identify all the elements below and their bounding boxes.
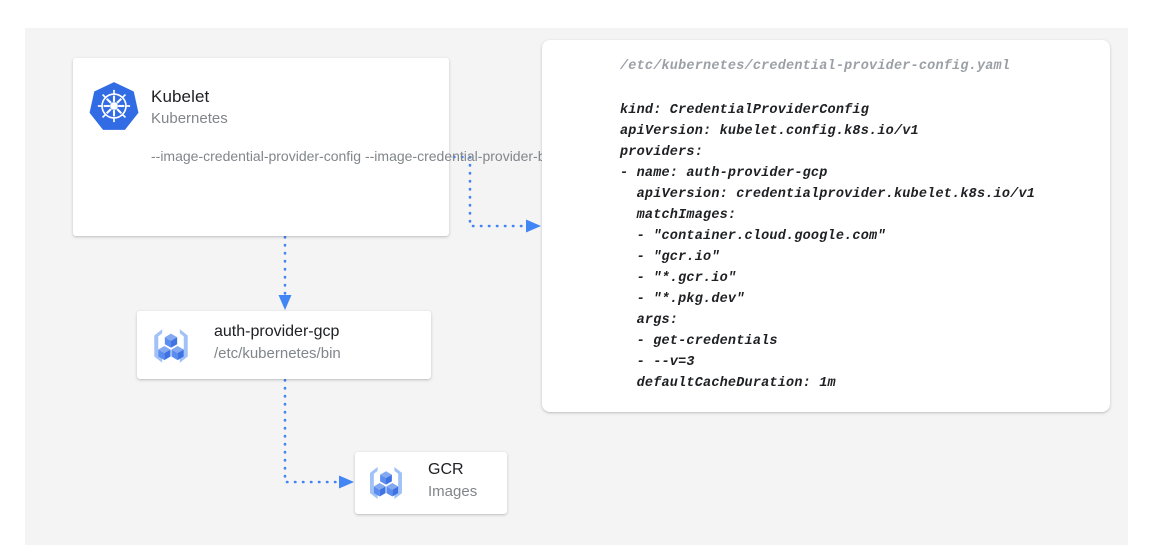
auth-provider-subtitle: /etc/kubernetes/bin bbox=[214, 345, 341, 362]
credential-provider-config-card[interactable]: /etc/kubernetes/credential-provider-conf… bbox=[542, 40, 1110, 412]
gcp-container-registry-icon bbox=[154, 329, 188, 363]
gcp-container-registry-icon bbox=[370, 467, 402, 499]
kubernetes-helm-icon bbox=[89, 82, 139, 130]
kubelet-subtitle: Kubernetes bbox=[151, 110, 228, 127]
gcr-title: GCR bbox=[428, 461, 464, 478]
gcr-card[interactable]: GCR Images bbox=[355, 452, 507, 514]
auth-provider-title: auth-provider-gcp bbox=[214, 323, 340, 340]
yaml-filename: /etc/kubernetes/credential-provider-conf… bbox=[620, 59, 1011, 74]
kubelet-flags: --image-credential-provider-config --ima… bbox=[151, 148, 577, 164]
kubelet-card[interactable]: Kubelet Kubernetes --image-credential-pr… bbox=[73, 58, 577, 236]
auth-provider-gcp-card[interactable]: auth-provider-gcp /etc/kubernetes/bin bbox=[137, 311, 431, 379]
yaml-content: kind: CredentialProviderConfig apiVersio… bbox=[620, 103, 1036, 391]
kubelet-title: Kubelet bbox=[151, 87, 210, 106]
gcr-subtitle: Images bbox=[428, 483, 478, 500]
